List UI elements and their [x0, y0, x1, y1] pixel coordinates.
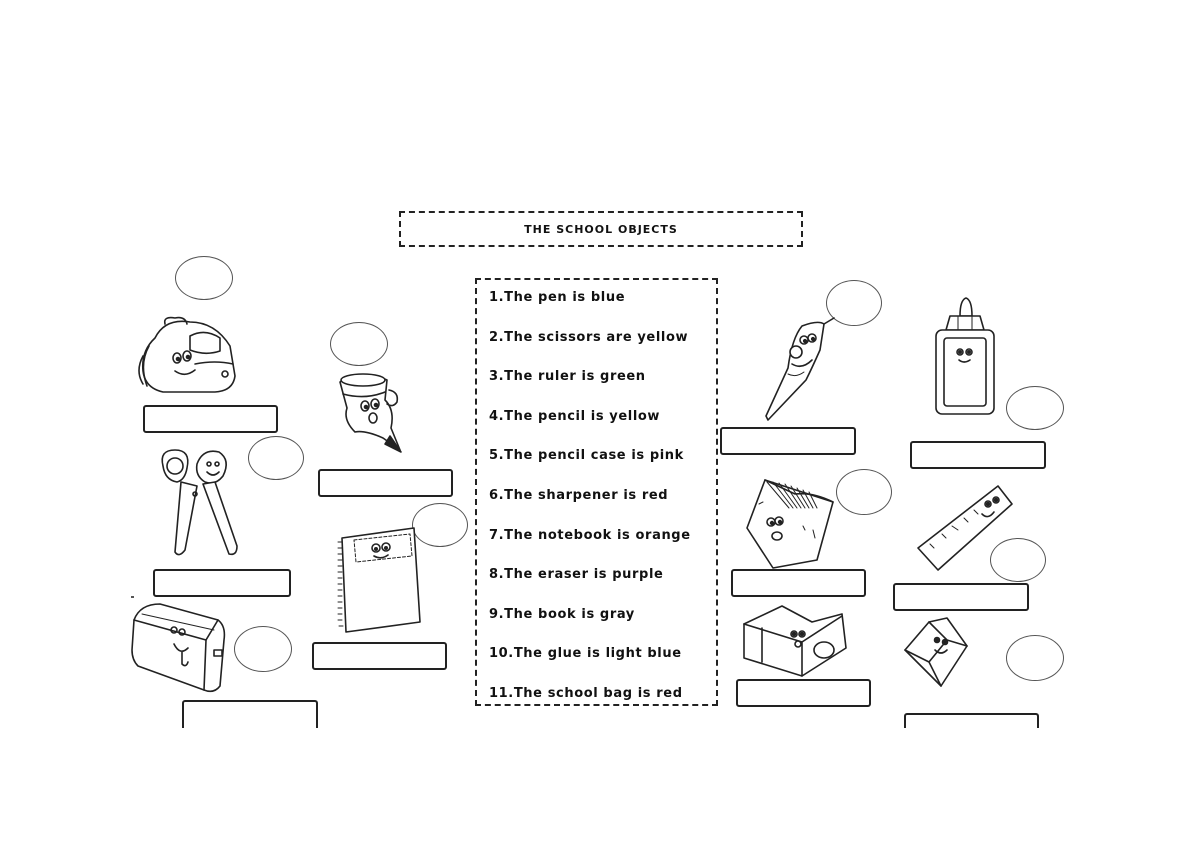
label-box-ruler[interactable]	[893, 583, 1029, 611]
sentence-item: 4.The pencil is yellow	[489, 408, 661, 424]
label-box-pencil-case[interactable]	[182, 700, 318, 728]
number-bubble-glue[interactable]	[1006, 386, 1064, 430]
label-box-book[interactable]	[731, 569, 866, 597]
number-bubble-scissors[interactable]	[248, 436, 304, 480]
label-box-scissors[interactable]	[153, 569, 291, 597]
sentence-item: 5.The pencil case is pink	[489, 448, 684, 464]
eraser-icon	[904, 617, 968, 687]
label-box-eraser[interactable]	[904, 713, 1039, 728]
label-box-school-bag[interactable]	[143, 405, 278, 433]
worksheet-title-box: THE SCHOOL OBJECTS	[399, 211, 803, 247]
sharpener-icon	[743, 605, 847, 677]
school-bag-icon	[138, 316, 236, 393]
label-box-sharpener[interactable]	[736, 679, 871, 707]
number-bubble-book[interactable]	[836, 469, 892, 515]
sentence-item: 7.The notebook is orange	[489, 527, 691, 543]
sentence-item: 9.The book is gray	[489, 606, 635, 622]
label-box-pencil[interactable]	[318, 469, 453, 497]
pencil-case-icon	[131, 603, 226, 693]
stray-mark	[131, 596, 134, 598]
pencil-icon	[339, 373, 402, 453]
glue-bottle-icon	[935, 297, 995, 415]
sentence-item: 2.The scissors are yellow	[489, 329, 689, 345]
worksheet-title: THE SCHOOL OBJECTS	[524, 222, 678, 236]
sentence-list: 1.The pen is blue 2.The scissors are yel…	[475, 278, 718, 706]
sentence-item: 6.The sharpener is red	[489, 487, 669, 503]
pen-icon	[765, 317, 835, 421]
sentence-item: 8.The eraser is purple	[489, 567, 664, 583]
ruler-icon	[917, 485, 1013, 571]
number-bubble-notebook[interactable]	[412, 503, 468, 547]
number-bubble-pencil[interactable]	[330, 322, 388, 366]
scissors-icon	[161, 449, 238, 556]
number-bubble-eraser[interactable]	[1006, 635, 1064, 681]
sentence-item: 10.The glue is light blue	[489, 646, 682, 662]
number-bubble-ruler[interactable]	[990, 538, 1046, 582]
notebook-icon	[337, 527, 421, 633]
sentence-item: 11.The school bag is red	[489, 685, 683, 701]
sentence-item: 3.The ruler is green	[489, 369, 646, 385]
label-box-notebook[interactable]	[312, 642, 447, 670]
sentence-item: 1.The pen is blue	[489, 290, 626, 305]
number-bubble-school-bag[interactable]	[175, 256, 233, 300]
label-box-pen[interactable]	[720, 427, 856, 455]
label-box-glue[interactable]	[910, 441, 1046, 469]
number-bubble-pencil-case[interactable]	[234, 626, 292, 672]
number-bubble-pen[interactable]	[826, 280, 882, 326]
book-icon	[746, 479, 834, 569]
